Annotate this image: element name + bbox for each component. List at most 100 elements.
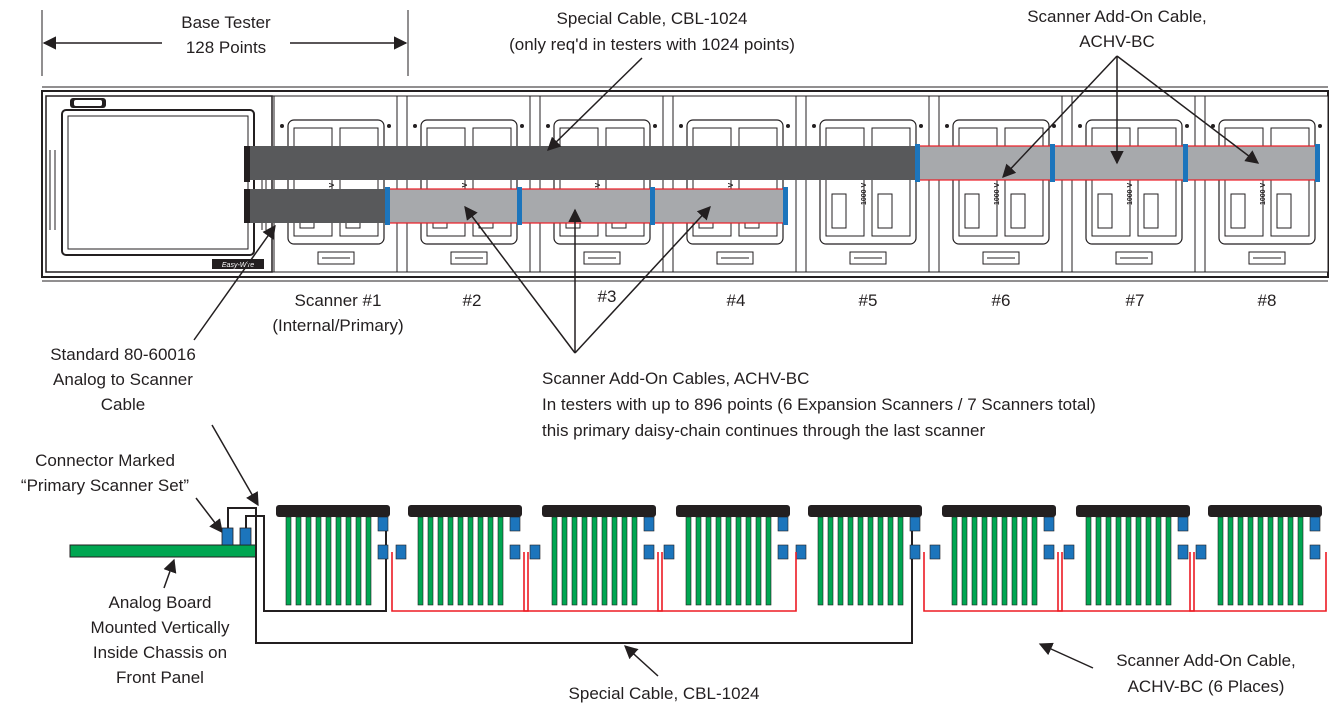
standard-cable-bottom bbox=[245, 515, 387, 612]
connector bbox=[517, 187, 522, 225]
addon-cable-segment bbox=[1057, 552, 1195, 612]
addon-cable-bottom-pointer bbox=[1038, 642, 1094, 669]
connector bbox=[650, 187, 655, 225]
standard-cable-bottom-pointer bbox=[211, 424, 259, 507]
scanner-number-label: #5 bbox=[859, 291, 878, 310]
addon-cables-mid-pointers bbox=[464, 205, 711, 354]
scanner-bay: 1000 V bbox=[805, 95, 930, 273]
connector bbox=[509, 544, 521, 560]
connector bbox=[915, 144, 920, 182]
module-voltage-tag: 1000 V bbox=[1127, 182, 1134, 205]
special-cable-top bbox=[246, 146, 918, 180]
scanner-number-label: #3 bbox=[598, 287, 617, 306]
scanner-number-label: #7 bbox=[1126, 291, 1145, 310]
base-tester-front-panel: Easy-Wire bbox=[45, 95, 273, 273]
connector-label-line2: “Primary Scanner Set” bbox=[21, 476, 189, 495]
addon-cables-mid-line1: Scanner Add-On Cables, ACHV-BC bbox=[542, 369, 809, 388]
analog-board-pointer bbox=[163, 558, 177, 589]
scanner-number-label: #4 bbox=[727, 291, 746, 310]
scanner-bay: 1000 V bbox=[672, 95, 797, 273]
easy-wire-logo bbox=[212, 259, 264, 269]
connector bbox=[1309, 516, 1321, 532]
base-tester-title: Base Tester bbox=[181, 13, 271, 32]
base-tester-points: 128 Points bbox=[186, 38, 266, 57]
addon-cables-lower bbox=[387, 188, 787, 224]
connector bbox=[909, 516, 921, 532]
connector bbox=[509, 516, 521, 532]
addon-cable-top-pointers bbox=[1002, 55, 1260, 178]
connector bbox=[777, 544, 789, 560]
connector bbox=[643, 516, 655, 532]
scanner-board-schematic bbox=[663, 505, 790, 606]
standard-cable-top bbox=[246, 189, 386, 223]
bottom-scanner-schematics bbox=[276, 505, 1322, 606]
connector bbox=[1043, 544, 1055, 560]
scanner-board-schematic bbox=[395, 505, 522, 606]
module-voltage-tag: 1000 V bbox=[861, 182, 868, 205]
scanner-number-label: #8 bbox=[1258, 291, 1277, 310]
connector bbox=[1309, 544, 1321, 560]
special-cable-title: Special Cable, CBL-1024 bbox=[557, 9, 748, 28]
addon-cable-segment bbox=[657, 552, 797, 612]
connector bbox=[643, 544, 655, 560]
standard-cable-pointer bbox=[193, 224, 276, 341]
standard-cable-line2: Analog to Scanner bbox=[53, 370, 193, 389]
connector bbox=[1315, 144, 1320, 182]
connector bbox=[1195, 544, 1207, 560]
scanner-board-schematic bbox=[529, 505, 656, 606]
special-cable-note: (only req'd in testers with 1024 points) bbox=[509, 35, 795, 54]
analog-board bbox=[69, 544, 257, 558]
addon-cable-top-line2: ACHV-BC bbox=[1079, 32, 1155, 51]
connector bbox=[1177, 544, 1189, 560]
scanner-board-schematic bbox=[1195, 505, 1322, 606]
addon-cable-top-line1: Scanner Add-On Cable, bbox=[1027, 7, 1207, 26]
scanner-bay: 1000 V bbox=[406, 95, 531, 273]
scanner-board-schematic bbox=[1063, 505, 1190, 606]
standard-cable-line1: Standard 80-60016 bbox=[50, 345, 196, 364]
bottom-addon-cables bbox=[391, 552, 1327, 612]
addon-cable-segment bbox=[923, 552, 1063, 612]
connector-pointer bbox=[195, 497, 223, 534]
connector bbox=[1183, 144, 1188, 182]
scanner-bay: 1000 V bbox=[1071, 95, 1196, 273]
base-tester-dimension: Base Tester 128 Points bbox=[41, 10, 409, 76]
standard-cable-loop bbox=[227, 507, 257, 535]
connector bbox=[909, 544, 921, 560]
special-cable-bottom-label: Special Cable, CBL-1024 bbox=[569, 684, 760, 703]
addon-cable-segment bbox=[1189, 552, 1327, 612]
analog-board-line1: Analog Board bbox=[108, 593, 211, 612]
analog-board-line4: Front Panel bbox=[116, 668, 204, 687]
module-voltage-tag: 1000 V bbox=[1260, 182, 1267, 205]
scanner-number-labels: #2#3#4#5#6#7#8 bbox=[463, 287, 1277, 310]
scanner-1-label: Scanner #1 bbox=[295, 291, 382, 310]
scanner-bay: 1000 V bbox=[539, 95, 664, 273]
connector bbox=[385, 187, 390, 225]
special-cable-bottom-pointer bbox=[624, 645, 659, 677]
addon-cable-bottom-line1: Scanner Add-On Cable, bbox=[1116, 651, 1296, 670]
addon-cable-segment bbox=[523, 552, 663, 612]
connector bbox=[929, 544, 941, 560]
addon-cable-segment bbox=[391, 552, 529, 612]
connector bbox=[1050, 144, 1055, 182]
special-cable-pointer bbox=[547, 57, 643, 151]
connector bbox=[395, 544, 407, 560]
logo-text: Easy-Wire bbox=[222, 262, 254, 269]
scanner-board-schematic bbox=[795, 505, 922, 606]
standard-cable-line3: Cable bbox=[101, 395, 145, 414]
scanner-number-label: #2 bbox=[463, 291, 482, 310]
module-voltage-tag: 1000 V bbox=[994, 182, 1001, 205]
scanner-bay: 1000 V bbox=[273, 95, 398, 273]
connector bbox=[1063, 544, 1075, 560]
scanner-1-sublabel: (Internal/Primary) bbox=[272, 316, 403, 335]
connector bbox=[663, 544, 675, 560]
connector bbox=[529, 544, 541, 560]
scanner-bay: 1000 V bbox=[938, 95, 1063, 273]
analog-board-line2: Mounted Vertically bbox=[91, 618, 230, 637]
addon-cable-bottom-line2: ACHV-BC (6 Places) bbox=[1128, 677, 1285, 696]
scanner-board-schematic bbox=[929, 505, 1056, 606]
special-cable-connector bbox=[239, 527, 252, 546]
connector bbox=[783, 187, 788, 225]
connector bbox=[1043, 516, 1055, 532]
